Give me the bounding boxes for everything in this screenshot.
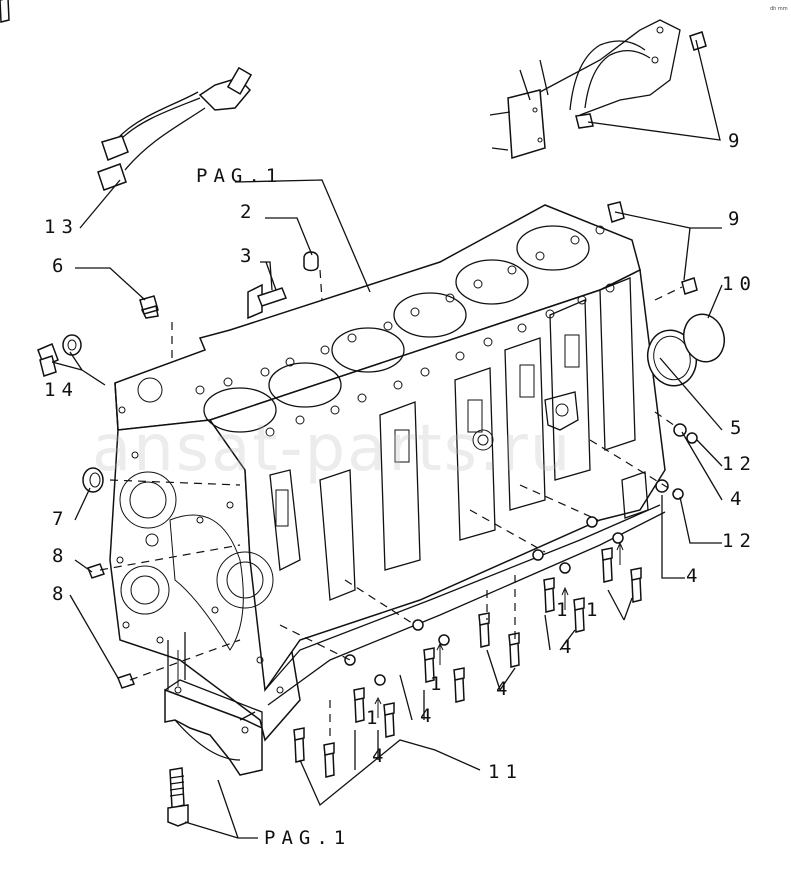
set-screw-8b	[117, 673, 135, 689]
cylinder-block	[109, 204, 666, 742]
callout-13: 13	[44, 216, 79, 238]
callout-4-d: 4	[420, 705, 437, 727]
callout-2: 2	[240, 201, 257, 223]
callout-1-c: 1	[430, 673, 447, 695]
watermark: ansat-parts.ru	[92, 412, 572, 486]
callout-4-e: 4	[372, 745, 389, 767]
cup-plug-7	[82, 467, 104, 493]
callout-7: 7	[52, 508, 69, 530]
cap-bolt	[167, 767, 189, 827]
sensor-harness	[97, 66, 253, 191]
assembly-lines	[99, 269, 683, 740]
direction-arrows	[374, 541, 624, 718]
callout-10: 10	[722, 273, 757, 295]
callout-5: 5	[730, 417, 747, 439]
callout-11: 11	[488, 761, 523, 783]
callout-8-upper: 8	[52, 545, 69, 567]
callout-8-lower: 8	[52, 583, 69, 605]
callout-6: 6	[52, 255, 69, 277]
callout-4-c: 4	[496, 678, 513, 700]
callout-1-b: 1	[586, 599, 603, 621]
plug-9d	[575, 113, 594, 129]
callout-3: 3	[240, 245, 257, 267]
callout-9-upper: 9	[728, 130, 745, 152]
o-ring-4b	[655, 479, 669, 493]
leader-lines	[51, 39, 723, 839]
plug-6	[139, 295, 159, 319]
page-ref-bottom: PAG.1	[264, 827, 351, 849]
callout-4-b: 4	[560, 636, 577, 658]
callout-9-lower: 9	[728, 208, 745, 230]
callout-labels: 13 2 3 6 14 7 8 8 9 9 10 5 12 4 12 4 4 4…	[44, 130, 757, 849]
callout-1-a: 1	[556, 599, 573, 621]
callout-12-lower: 12	[722, 530, 757, 552]
main-bearing-cap	[164, 632, 263, 776]
page-ref-top: PAG.1	[196, 165, 283, 187]
plug-12b	[672, 488, 684, 500]
callout-4-right: 4	[730, 488, 747, 510]
set-screw-8a	[87, 563, 105, 579]
corner-mark: dh mm	[770, 6, 788, 12]
bolt-row	[0, 0, 642, 778]
plug-12a	[686, 432, 698, 444]
washer-row	[344, 516, 624, 686]
cover-10	[682, 313, 726, 363]
plug-2	[303, 251, 319, 272]
callout-12-upper: 12	[722, 453, 757, 475]
callout-14: 14	[44, 379, 79, 401]
bracket-3	[247, 261, 287, 320]
callout-4-a: 4	[686, 565, 703, 587]
timing-housing	[489, 19, 681, 159]
drain-plug-14	[37, 334, 82, 377]
o-ring-4a	[673, 423, 687, 437]
callout-1-d: 1	[366, 707, 383, 729]
plug-9b	[681, 277, 698, 295]
plug-9c	[689, 31, 707, 51]
